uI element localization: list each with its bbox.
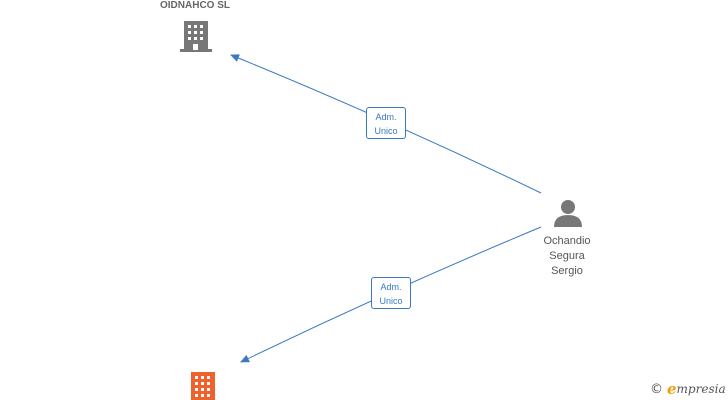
brand-watermark: © e mpresia bbox=[650, 380, 726, 398]
person-name-line: Sergio bbox=[551, 265, 583, 277]
role-line: Unico bbox=[379, 296, 403, 306]
role-line: Adm. bbox=[380, 282, 402, 292]
company-label[interactable]: OIDNAHCO SL bbox=[160, 0, 230, 11]
person-name-line: Ochandio bbox=[543, 235, 591, 247]
role-line: Adm. bbox=[375, 112, 397, 122]
person-name[interactable]: Ochandio Segura Sergio bbox=[525, 234, 609, 279]
brand-initial: e bbox=[667, 380, 677, 398]
brand-name: mpresia bbox=[676, 382, 726, 396]
building-icon[interactable] bbox=[191, 372, 215, 400]
role-badge: Adm. Unico bbox=[371, 277, 411, 309]
copyright-icon: © bbox=[650, 381, 663, 397]
role-line: Unico bbox=[374, 126, 398, 136]
role-badge: Adm. Unico bbox=[366, 107, 406, 139]
person-name-line: Segura bbox=[549, 250, 585, 262]
building-icon[interactable] bbox=[180, 19, 212, 53]
person-icon[interactable] bbox=[554, 200, 582, 227]
